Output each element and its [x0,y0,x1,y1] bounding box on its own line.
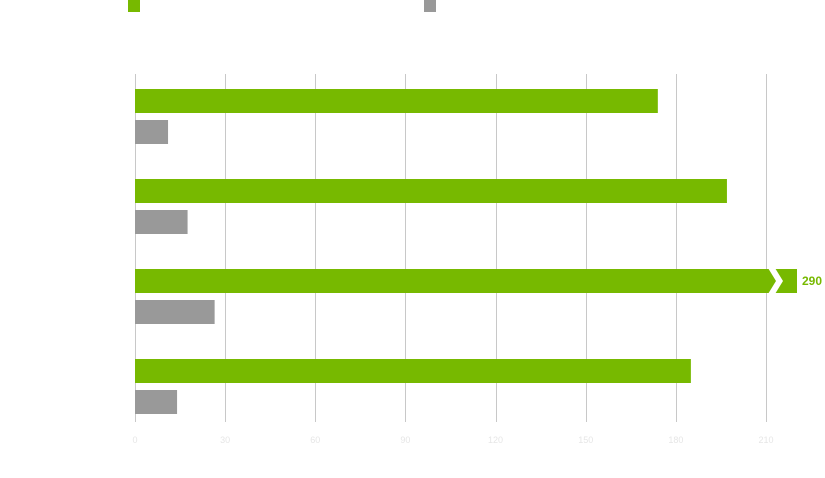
gridlines [135,74,767,422]
bars [135,89,797,414]
bar-series-2-4 [135,390,178,414]
x-tick-label: 60 [310,435,320,445]
bar-series-2-2 [135,210,188,234]
bar-series-1-2 [135,179,727,203]
overflow-value-label: 290 [802,274,822,288]
x-tick-label: 90 [400,435,410,445]
x-tick-label: 30 [220,435,230,445]
annotations: 290 [802,274,822,288]
bar-series-2-1 [135,120,169,144]
bar-series-1-3 [135,269,797,293]
x-tick-label: 120 [488,435,503,445]
x-tick-labels: 0 30 60 90 120 150 180 210 [132,435,773,445]
x-tick-label: 150 [578,435,593,445]
overflow-break-marker [768,268,783,294]
x-tick-label: 180 [668,435,683,445]
legend-swatch-series-1 [128,0,140,12]
x-tick-label: 210 [758,435,773,445]
x-tick-label: 0 [132,435,137,445]
bar-series-1-1 [135,89,658,113]
legend-swatch-series-2 [424,0,436,12]
bar-series-1-4 [135,359,691,383]
bar-series-2-3 [135,300,215,324]
